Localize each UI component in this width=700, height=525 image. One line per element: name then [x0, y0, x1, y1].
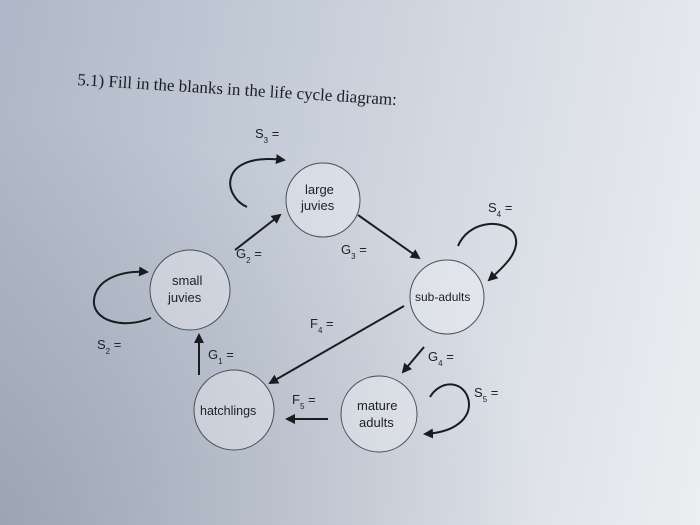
arrow-f4 — [268, 305, 405, 384]
node-small-juvies-line2: juvies — [167, 290, 202, 305]
node-large-juvies: large juvies — [285, 162, 361, 238]
node-sub-adults-label: sub-adults — [415, 290, 470, 304]
node-large-juvies-line1: large — [305, 182, 334, 197]
label-g3: G3 = — [341, 242, 367, 261]
label-s5: S5 = — [474, 385, 498, 404]
arrow-s3-loop — [229, 154, 286, 208]
node-mature-adults-line1: mature — [357, 398, 397, 413]
label-f4: F4 = — [310, 316, 334, 335]
arrow-s4-loop — [457, 223, 518, 282]
node-large-juvies-line2: juvies — [300, 198, 335, 213]
node-sub-adults: sub-adults — [409, 259, 485, 335]
node-mature-adults-line2: adults — [359, 415, 394, 430]
arrow-g4 — [401, 346, 425, 374]
node-hatchlings: hatchlings — [193, 369, 275, 451]
label-g1: G1 = — [208, 347, 234, 366]
node-small-juvies-line1: small — [172, 273, 202, 288]
arrow-s2-loop — [92, 266, 152, 325]
arrow-g2 — [234, 213, 282, 251]
node-hatchlings-label: hatchlings — [200, 404, 256, 418]
label-s3: S3 = — [255, 126, 279, 145]
label-g4: G4 = — [428, 349, 454, 368]
label-s2: S2 = — [97, 337, 121, 356]
node-mature-adults: mature adults — [340, 375, 418, 453]
arrow-g3 — [357, 214, 421, 260]
node-small-juvies: small juvies — [149, 249, 231, 331]
arrow-s5-loop — [423, 383, 470, 439]
label-f5: F5 = — [292, 392, 316, 411]
label-s4: S4 = — [488, 200, 512, 219]
label-g2: G2 = — [236, 246, 262, 265]
